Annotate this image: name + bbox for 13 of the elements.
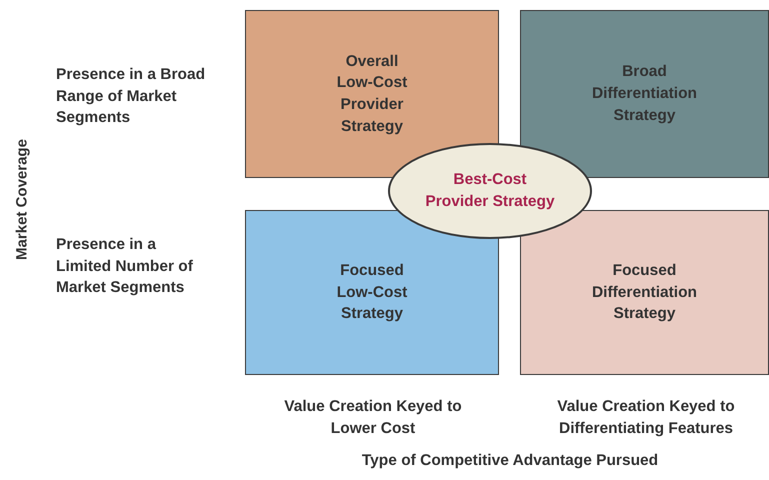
column-label: Value Creation Keyed to Differentiating Features [556, 397, 736, 439]
axis-title: Type of Competitive Advantage Pursued [360, 451, 660, 471]
strategy-name: Focused Low-Cost Strategy [336, 260, 408, 324]
strategy-name: Focused Differentiation Strategy [590, 260, 698, 324]
strategy-box [520, 210, 769, 375]
axis-title: Market Coverage [14, 138, 30, 262]
strategy-box [245, 210, 499, 375]
column-label: Value Creation Keyed to Lower Cost [283, 397, 463, 439]
row-label: Presence in a Limited Number of Market Segments [56, 235, 194, 298]
row-label: Presence in a Broad Range of Market Segments [56, 65, 206, 128]
strategy-name: Overall Low-Cost Provider Strategy [336, 52, 408, 137]
strategy-name: Best-Cost Provider Strategy [424, 170, 556, 212]
strategy-name: Broad Differentiation Strategy [590, 62, 698, 126]
